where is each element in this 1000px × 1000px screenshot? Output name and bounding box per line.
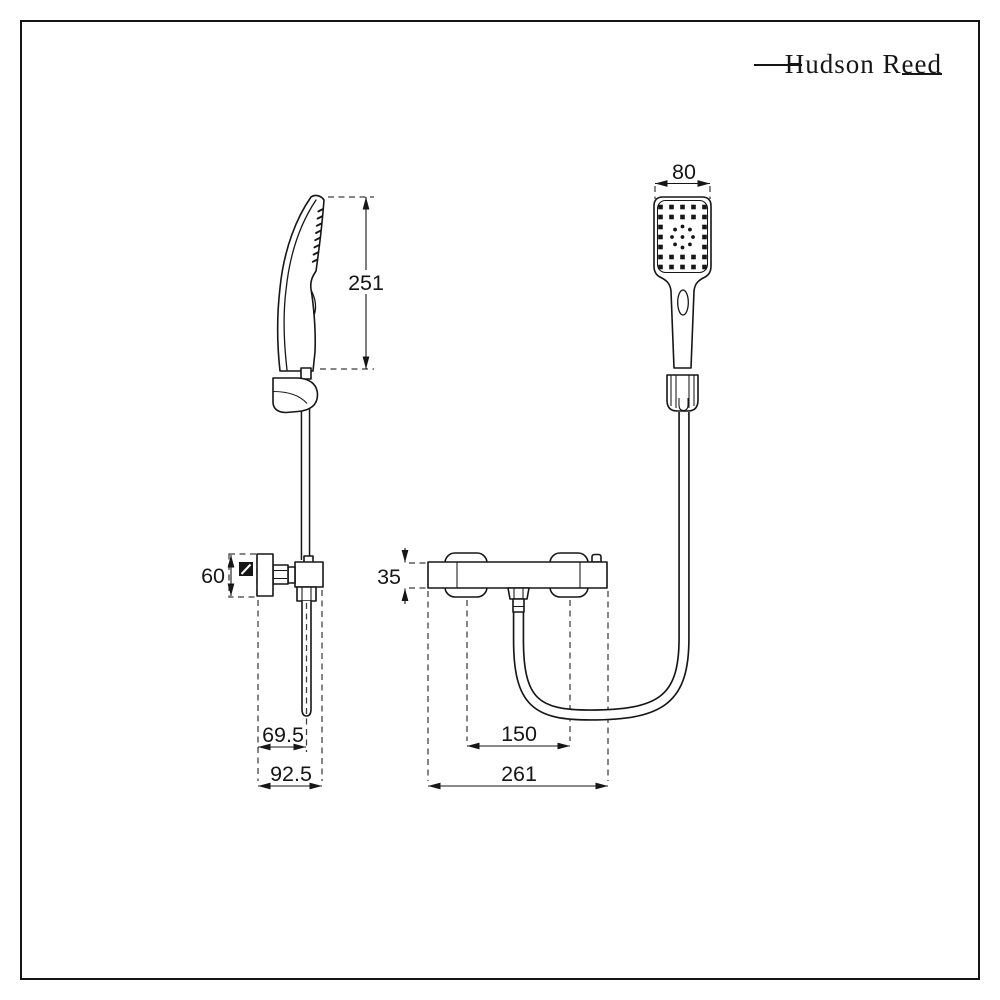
valve-nut-side: [272, 564, 289, 585]
spray-mode-button: [677, 289, 689, 316]
nozzle-tick: [317, 208, 324, 213]
dimension-arrowhead: [467, 742, 480, 750]
dimension-arrowhead: [309, 782, 322, 790]
bar-valve-front: [427, 552, 608, 613]
nozzle-dot: [680, 214, 685, 220]
dimension-arrowhead: [557, 742, 570, 750]
nozzle-dot-small: [670, 235, 674, 239]
nozzle-dot: [658, 204, 663, 210]
hose-nut-front: [507, 587, 530, 600]
handset-head-front: [653, 196, 712, 369]
nozzle-dot-small: [691, 235, 695, 239]
dimension-annotations: 251 60 69.5 92.5 80 35 150 261: [201, 160, 710, 790]
nozzle-dot: [669, 204, 674, 210]
valve-top-button: [591, 553, 602, 563]
nozzle-dot: [669, 264, 674, 270]
nozzle-dot: [680, 204, 685, 210]
dim-handle-centres: 150: [501, 722, 537, 746]
valve-body-side: [294, 561, 324, 588]
nozzle-dot: [691, 204, 696, 210]
nozzle-dot: [669, 254, 674, 260]
dimension-arrowhead: [595, 782, 608, 790]
nozzle-dot: [702, 224, 707, 230]
dimension-arrowhead: [227, 555, 235, 568]
nozzle-dot-small: [688, 227, 692, 232]
nozzle-dot: [680, 264, 685, 270]
nozzle-dot: [702, 244, 707, 250]
dimension-arrows: [227, 180, 710, 790]
nozzle-dot: [702, 254, 707, 260]
dimension-arrowhead: [362, 197, 370, 210]
dim-overall-depth: 92.5: [270, 762, 312, 786]
nozzle-dot: [658, 244, 663, 250]
nozzle-dot-small: [680, 245, 685, 250]
nozzle-ticks-side: [311, 208, 324, 263]
dimension-arrowhead: [293, 743, 306, 751]
logo-strike-line: [754, 64, 802, 66]
shower-hose-front: [512, 412, 690, 721]
wall-bracket-front: [666, 374, 699, 412]
nozzle-dot-small: [673, 227, 677, 232]
handset-front: [653, 196, 712, 412]
dimension-arrowhead: [401, 550, 409, 563]
nozzle-dot: [658, 214, 663, 220]
nozzle-dot-small: [680, 235, 685, 239]
nozzle-dot: [658, 254, 663, 260]
dimension-arrowhead: [258, 743, 271, 751]
dim-valve-body-height: 35: [377, 565, 401, 589]
nozzle-dot-small: [680, 224, 685, 229]
handset-side: [272, 194, 325, 414]
valve-bar-body: [427, 561, 608, 589]
nozzle-dot: [658, 224, 663, 230]
dim-handset-height: 251: [348, 271, 384, 295]
nozzle-dot-small: [688, 242, 692, 247]
nozzle-tick: [311, 258, 319, 263]
nozzle-tick: [312, 251, 319, 256]
nozzle-dot: [702, 214, 707, 220]
spray-nozzles: [658, 204, 707, 270]
nozzle-dot: [702, 234, 707, 240]
dimension-arrowhead: [362, 356, 370, 369]
nozzle-tick: [316, 215, 323, 220]
nozzle-dot: [658, 234, 663, 240]
nozzle-tick: [314, 237, 321, 242]
dimension-arrowhead: [258, 782, 271, 790]
nozzle-dot: [680, 254, 685, 260]
nozzle-dot: [702, 204, 707, 210]
hose-nut-side: [296, 586, 317, 602]
nozzle-dot: [702, 264, 707, 270]
dimension-arrowhead: [428, 782, 441, 790]
dim-valve-width: 261: [501, 762, 537, 786]
dimension-arrowhead: [697, 180, 710, 187]
hose-connector-front: [512, 598, 525, 613]
dim-hose-center-depth: 69.5: [262, 723, 304, 747]
dimension-arrowhead: [227, 583, 235, 596]
nozzle-dot: [691, 264, 696, 270]
logo-underline: [902, 73, 942, 75]
nozzle-dot-small: [673, 242, 677, 247]
dim-handset-width: 80: [672, 160, 696, 184]
nozzle-dot: [669, 214, 674, 220]
handle-plate-side: [256, 553, 274, 597]
dimension-arrowhead: [655, 180, 668, 187]
nozzle-dot: [691, 214, 696, 220]
bar-valve-side: [239, 553, 324, 752]
nozzle-tick: [313, 244, 320, 249]
nozzle-dot: [658, 264, 663, 270]
sheet-border: [20, 20, 980, 980]
nozzle-tick: [315, 229, 322, 234]
dim-valve-handle-height: 60: [201, 564, 225, 588]
nozzle-tick: [315, 222, 323, 227]
nozzle-dot: [691, 254, 696, 260]
dimension-arrowhead: [401, 588, 409, 601]
